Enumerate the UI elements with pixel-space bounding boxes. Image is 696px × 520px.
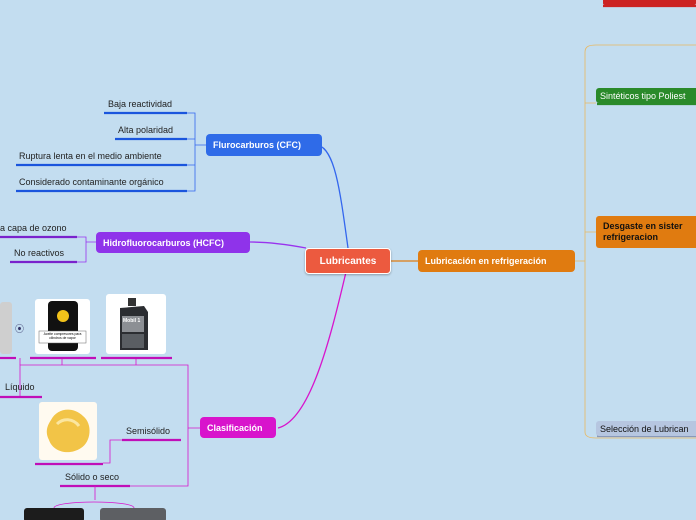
branch-cfc[interactable]: Flurocarburos (CFC) xyxy=(206,134,322,156)
clasificacion-liquido[interactable]: Líquido xyxy=(5,382,35,392)
hcfc-item-1[interactable]: a capa de ozono xyxy=(0,223,67,233)
branch-cfc-label: Flurocarburos (CFC) xyxy=(213,140,302,150)
lubricacion-seleccion[interactable]: Selección de Lubrican xyxy=(596,421,696,436)
hcfc-item-2[interactable]: No reactivos xyxy=(14,248,65,258)
barrel-caption: Aceite compresores para cilindros de vap… xyxy=(43,332,82,340)
branch-lubricacion[interactable]: Lubricación en refrigeración xyxy=(418,250,575,272)
cfc-item-3[interactable]: Ruptura lenta en el medio ambiente xyxy=(19,151,162,161)
branch-hcfc-label: Hidrofluorocarburos (HCFC) xyxy=(103,237,224,248)
clasificacion-solido[interactable]: Sólido o seco xyxy=(65,472,120,482)
lubricacion-desgaste[interactable]: Desgaste en sister refrigeracion xyxy=(596,216,696,248)
oil-can-image[interactable] xyxy=(0,302,12,354)
cfc-item-4[interactable]: Considerado contaminante orgánico xyxy=(19,177,164,187)
link-icon[interactable]: ⦿ xyxy=(15,324,25,334)
barrel-icon xyxy=(38,301,87,351)
lubricacion-desgaste-label: Desgaste en sister refrigeracion xyxy=(603,221,683,242)
lubricacion-sinteticos[interactable]: Sintéticos tipo Poliest xyxy=(596,88,696,103)
branch-hcfc[interactable]: Hidrofluorocarburos (HCFC) xyxy=(96,232,250,253)
lubricacion-seleccion-label: Selección de Lubrican xyxy=(600,423,689,434)
oil-barrel-image[interactable]: Aceite compresores para cilindros de vap… xyxy=(35,299,90,354)
grease-icon xyxy=(46,409,90,453)
branch-lubricacion-label: Lubricación en refrigeración xyxy=(425,256,547,266)
bottle-brand: Mobil 1 xyxy=(123,318,141,324)
lubricacion-sinteticos-label: Sintéticos tipo Poliest xyxy=(600,90,686,101)
central-topic[interactable]: Lubricantes xyxy=(305,248,391,274)
central-topic-label: Lubricantes xyxy=(319,255,377,267)
clasificacion-semisolido[interactable]: Semisólido xyxy=(126,426,171,436)
cfc-item-1[interactable]: Baja reactividad xyxy=(108,99,173,109)
branch-clasificacion-label: Clasificación xyxy=(207,422,263,433)
grease-image[interactable] xyxy=(39,402,97,460)
red-cutoff-node[interactable] xyxy=(603,0,696,5)
bottle-icon xyxy=(120,298,148,350)
cfc-item-2[interactable]: Alta polaridad xyxy=(118,125,174,135)
oil-bottle-image[interactable]: Mobil 1 xyxy=(106,294,166,354)
graphite-image[interactable] xyxy=(24,508,84,520)
solid-lube-image[interactable] xyxy=(100,508,166,520)
branch-clasificacion[interactable]: Clasificación xyxy=(200,417,276,438)
